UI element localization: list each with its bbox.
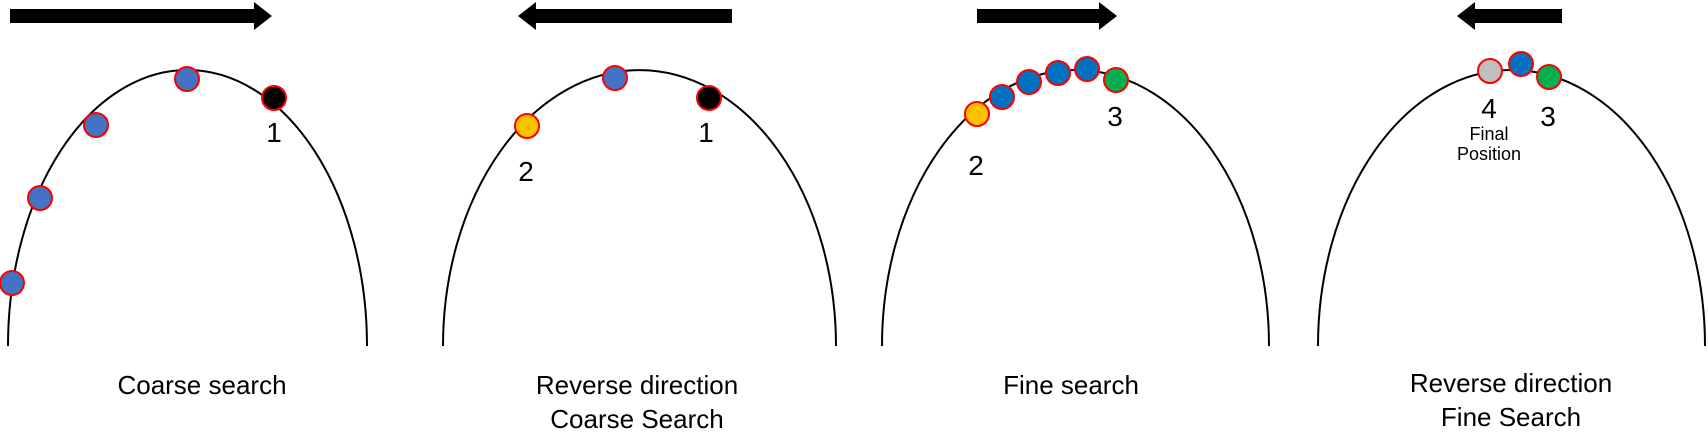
final-position-label: Position [1457,144,1521,164]
curve [881,69,1270,347]
search-point-blue [0,270,25,296]
curve [442,69,837,347]
curve [1317,69,1706,347]
point-label: 3 [1540,101,1556,132]
search-point-yellow [964,101,990,127]
caption-line: Reverse direction [535,370,739,400]
search-point-blue_fine [1508,51,1534,77]
search-point-blue [174,66,200,92]
caption-line: Fine search [1003,370,1139,400]
arrow-right-icon [10,2,272,30]
search-point-yellow [514,113,540,139]
caption-reverse-fine: Reverse direction Fine Search [1331,366,1691,434]
search-point-blue [27,185,53,211]
point-label: 2 [968,150,984,181]
search-point-gray [1477,58,1503,84]
point-label: 4 [1481,93,1497,124]
point-label: 1 [266,117,282,148]
search-point-black [696,85,722,111]
search-point-green [1103,67,1129,93]
caption-line: Fine Search [1440,402,1582,432]
caption-reverse-coarse: Reverse direction Coarse Search [457,368,817,436]
arrow-right-icon [977,2,1117,30]
caption-line: Coarse search [117,370,287,400]
point-label: 2 [518,156,534,187]
final-position-label: Final [1469,124,1508,144]
search-point-blue_fine [1016,69,1042,95]
search-point-blue [602,65,628,91]
search-point-black [261,85,287,111]
search-point-blue_fine [1045,60,1071,86]
caption-line: Coarse Search [550,404,724,434]
search-point-blue_fine [989,84,1015,110]
arrow-left-icon [1457,2,1562,30]
curve [7,69,368,347]
search-point-blue_fine [1074,56,1100,82]
arrow-left-icon [518,2,732,30]
caption-line: Reverse direction [1409,368,1613,398]
point-label: 3 [1107,101,1123,132]
search-point-green [1536,64,1562,90]
point-label: 1 [698,117,714,148]
caption-coarse-search: Coarse search [22,368,382,402]
caption-fine-search: Fine search [891,368,1251,402]
search-point-blue [83,112,109,138]
